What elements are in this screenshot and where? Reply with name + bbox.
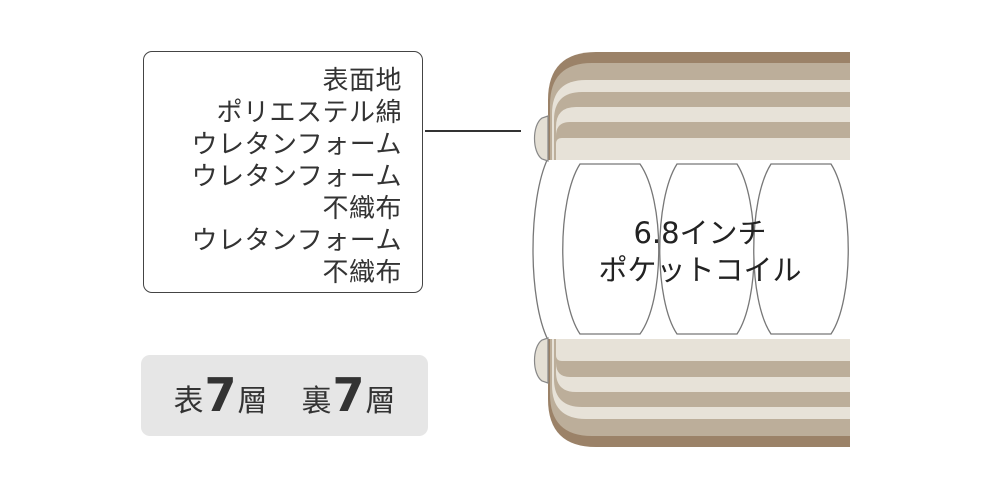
back-count: 7 bbox=[332, 367, 365, 422]
front-label: 表 bbox=[173, 383, 204, 419]
front-layer-count: 表 7 層 bbox=[173, 372, 267, 420]
coil-label-line2: ポケットコイル bbox=[598, 253, 801, 287]
edge-bump bbox=[533, 337, 549, 384]
back-label: 裏 bbox=[301, 383, 332, 419]
edge-bump bbox=[533, 115, 549, 162]
pocket-coils bbox=[562, 163, 849, 335]
layer-item: ウレタンフォーム bbox=[191, 162, 402, 192]
front-unit: 層 bbox=[237, 383, 268, 419]
bottom-padding-layers bbox=[533, 337, 850, 447]
coil bbox=[753, 163, 849, 335]
layer-item: 表面地 bbox=[322, 66, 402, 96]
connector-line bbox=[425, 130, 521, 132]
layer-list-box: 表面地 ポリエステル綿 ウレタンフォーム ウレタンフォーム 不織布 ウレタンフォ… bbox=[143, 51, 423, 293]
front-count: 7 bbox=[204, 367, 237, 422]
layer-item: 不織布 bbox=[322, 194, 402, 224]
padding-stripe bbox=[556, 138, 850, 160]
layer-count-badge: 表 7 層 裏 7 層 bbox=[141, 355, 428, 436]
back-unit: 層 bbox=[365, 383, 396, 419]
layer-item: ウレタンフォーム bbox=[191, 226, 402, 256]
layer-item: 不織布 bbox=[322, 258, 402, 288]
coil-label-line1: 6.8インチ bbox=[633, 216, 766, 250]
coil bbox=[562, 163, 660, 335]
side-border bbox=[532, 157, 549, 341]
coil bbox=[659, 163, 755, 335]
layer-item: ポリエステル綿 bbox=[216, 98, 402, 128]
layer-item: ウレタンフォーム bbox=[191, 130, 402, 160]
padding-stripe bbox=[556, 339, 850, 361]
back-layer-count: 裏 7 層 bbox=[302, 372, 396, 420]
top-padding-layers bbox=[533, 52, 850, 162]
